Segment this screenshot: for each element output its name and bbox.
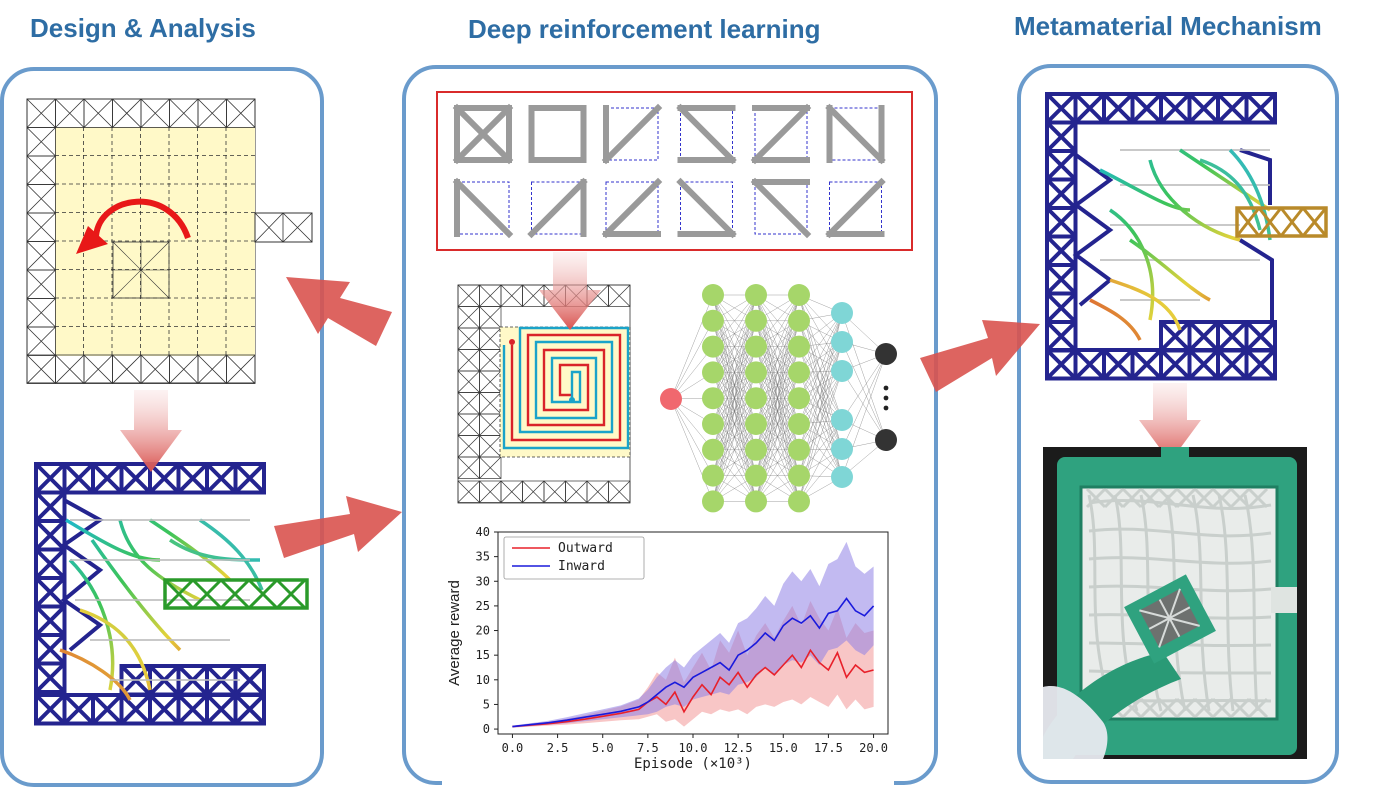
chart-y-label: Average reward <box>446 580 463 686</box>
x-tick-label: 7.5 <box>637 741 659 755</box>
legend-label-outward: Outward <box>558 541 613 556</box>
x-tick-label: 5.0 <box>592 741 614 755</box>
x-tick-label: 10.0 <box>679 741 708 755</box>
y-tick-label: 40 <box>476 525 490 539</box>
x-tick-label: 15.0 <box>769 741 798 755</box>
unit-cell-library <box>436 91 913 251</box>
series-line-inward <box>512 597 875 728</box>
x-tick-label: 0.0 <box>502 741 524 755</box>
y-tick-label: 15 <box>476 648 490 662</box>
band-inward <box>512 541 874 728</box>
legend-label-inward: Inward <box>558 559 605 574</box>
unit-cell-set <box>452 103 886 239</box>
spiral-design-grid <box>457 284 631 504</box>
y-tick-label: 0 <box>483 722 490 736</box>
panel-metamaterial <box>1017 64 1339 784</box>
flow-arrow-icon <box>120 252 1201 558</box>
neural-network <box>660 284 897 513</box>
metamaterial-lattice <box>1045 92 1328 381</box>
chart-x-label: Episode (×10³) <box>634 756 752 772</box>
x-tick-label: 12.5 <box>724 741 753 755</box>
y-tick-label: 25 <box>476 599 490 613</box>
heading-design-analysis: Design & Analysis <box>30 13 256 43</box>
x-tick-label: 20.0 <box>859 741 888 755</box>
y-tick-label: 35 <box>476 550 490 564</box>
x-tick-label: 2.5 <box>547 741 569 755</box>
reward-chart: 0.0 2.5 5.0 7.5 10.0 12.5 15.0 17.5 20.0 0 5 10 15 2… <box>442 520 894 785</box>
rotation-arrow-icon <box>76 198 191 254</box>
chart-legend: Outward Inward <box>503 536 645 580</box>
y-tick-label: 20 <box>476 624 490 638</box>
x-tick-label: 17.5 <box>814 741 843 755</box>
ellipsis-icon <box>883 385 889 411</box>
y-tick-label: 30 <box>476 574 490 588</box>
series-line-outward <box>512 648 874 728</box>
heading-deep-rl: Deep reinforcement learning <box>468 14 821 44</box>
printed-mechanism-photo <box>1043 447 1307 759</box>
design-grid <box>26 98 313 384</box>
deformed-lattice-analysis <box>34 462 309 726</box>
y-tick-label: 5 <box>483 697 490 711</box>
panel-design-analysis <box>0 67 324 787</box>
y-tick-label: 10 <box>476 673 490 687</box>
heading-metamaterial: Metamaterial Mechanism <box>1014 11 1322 41</box>
